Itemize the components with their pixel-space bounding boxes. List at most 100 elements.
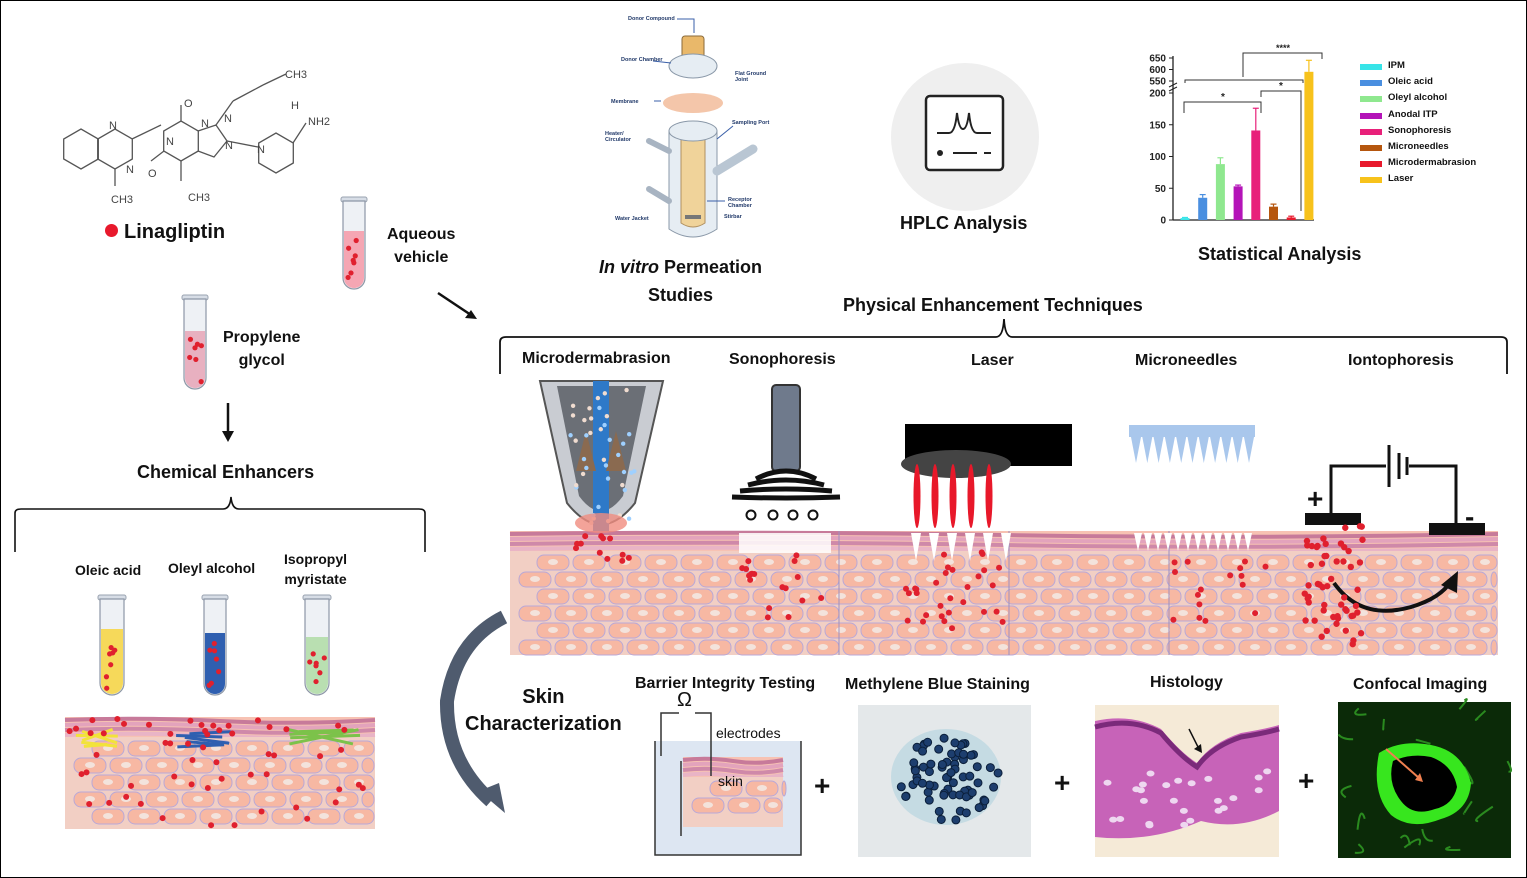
ionto-drug-dot	[1318, 633, 1325, 640]
ionto-minus-sign: -	[1465, 501, 1475, 532]
legend-swatch	[1360, 128, 1382, 135]
legend-swatch	[1360, 64, 1382, 70]
ionto-drug-dot	[1327, 575, 1335, 583]
microneedle-patch	[1129, 425, 1255, 437]
stained-pore	[909, 758, 919, 768]
stained-pore	[973, 778, 983, 788]
physical-skin-nucleus	[566, 576, 576, 582]
sono-drug-dot	[794, 573, 801, 580]
ionto-circuit	[1329, 464, 1458, 523]
chemical-skin-nucleus	[193, 762, 203, 768]
physical-skin-nucleus	[1196, 627, 1206, 633]
physical-skin-nucleus	[1286, 644, 1296, 650]
microneedle	[1198, 437, 1209, 463]
membrane-disc	[663, 93, 723, 113]
abrasion-crystal	[620, 482, 625, 488]
legend-label: Microneedles	[1388, 141, 1449, 152]
sig-bracket-2	[1260, 90, 1302, 211]
chemical-surface-drug-dot	[89, 717, 96, 724]
physical-skin-nucleus	[962, 644, 972, 650]
stained-pore	[974, 803, 984, 813]
confocal-cell-border	[1415, 738, 1431, 745]
chart-axis-break	[1168, 82, 1178, 92]
ionto-drug-dot	[1354, 609, 1361, 616]
quinazoline-ring	[97, 128, 133, 170]
laser-drug-dot	[964, 583, 971, 590]
physical-skin-nucleus	[980, 627, 990, 633]
ionto-drug-dot	[1307, 561, 1314, 569]
confocal-cell-border	[1356, 812, 1366, 830]
down-arrow-head	[222, 431, 234, 442]
microneedle-pore	[1234, 533, 1242, 551]
cavitation-bubble	[745, 509, 757, 521]
stained-pore	[961, 808, 971, 818]
abrasion-crystal	[603, 463, 609, 468]
sono-drug-dot	[785, 614, 792, 621]
chart-bar-microdermabrasion	[1286, 217, 1296, 220]
linker-bond	[131, 124, 162, 140]
carbonyl-bond-2	[150, 150, 165, 162]
histology-gland	[1162, 782, 1171, 789]
oleic-acid-tube-drug-dot	[107, 651, 113, 657]
cell-label-water-jacket: Water Jacket	[615, 216, 649, 222]
aqueous-tube-drug-dot	[346, 245, 352, 251]
physical-skin-nucleus	[1214, 576, 1224, 582]
microneedle-drug-dot	[1171, 559, 1178, 566]
microneedle-pore	[1244, 533, 1252, 551]
abrasion-crystal	[607, 437, 612, 442]
physical-skin-nucleus	[998, 644, 1008, 650]
stained-pore	[972, 762, 982, 772]
chemical-penetrated-drug-dot	[171, 773, 178, 780]
laser-drug-dot	[933, 579, 940, 586]
oleic-acid-tube-drug-dot	[104, 685, 110, 691]
stained-pore	[965, 771, 975, 781]
microneedle-drug-dot	[1196, 601, 1203, 608]
ionto-drug-dot	[1347, 563, 1355, 571]
histology-gland	[1254, 787, 1263, 794]
microneedle-drug-dot	[1241, 558, 1248, 565]
donor-chamber-flange	[668, 53, 718, 79]
chemical-surface-drug-dot	[225, 722, 232, 729]
physical-skin-nucleus	[890, 644, 900, 650]
electrode-wire-right	[695, 712, 712, 776]
chemical-surface-drug-dot	[145, 721, 152, 728]
stained-pore	[939, 733, 949, 743]
abrasion-crystal	[626, 516, 632, 521]
chart-y-tick-label: 0	[1160, 216, 1166, 227]
laser-drug-dot	[996, 564, 1003, 571]
vehicle-arrow-line	[437, 291, 475, 319]
legend-label: IPM	[1388, 60, 1405, 71]
physical-skin-nucleus	[818, 610, 828, 616]
chemical-penetrated-drug-dot	[188, 781, 195, 788]
molecule-atom-n: N	[166, 136, 174, 148]
characterization-curved-arrow	[439, 610, 508, 807]
physical-skin-nucleus	[1250, 644, 1260, 650]
laser-drug-dot	[941, 551, 948, 558]
laser-microchannel	[947, 533, 957, 561]
chemical-penetrated-drug-dot	[128, 782, 135, 789]
stained-pore	[961, 792, 971, 802]
hplc-chromatogram-icon	[937, 112, 991, 134]
sono-drug-dot	[779, 584, 786, 591]
physical-skin-nucleus	[584, 627, 594, 633]
chemical-skin-nucleus	[283, 813, 293, 819]
stained-pore	[967, 788, 977, 798]
laser-drug-dot	[979, 550, 986, 557]
oleyl-alcohol-tube-drug-dot	[216, 669, 222, 675]
ipm-tube-drug-dot	[313, 678, 319, 685]
molecule-atom-n: N	[257, 144, 265, 156]
chemical-skin-corneum-layer	[64, 716, 376, 725]
permeation-title: In vitro Permeation Studies	[599, 253, 762, 309]
histology-epidermis	[1094, 720, 1280, 771]
physical-skin-nucleus	[1430, 610, 1440, 616]
laser-drug-dot	[912, 585, 919, 592]
chemical-brace	[14, 496, 426, 552]
physical-skin-nucleus	[980, 593, 990, 599]
legend-swatch	[1360, 80, 1382, 87]
physical-skin-nucleus	[890, 610, 900, 616]
propylene-tube-drug-dot	[187, 354, 193, 361]
cell-label-leader	[716, 125, 734, 140]
physical-skin-nucleus	[638, 644, 648, 650]
aqueous-vehicle-label: Aqueous vehicle	[387, 226, 456, 266]
confocal-cell-border	[1403, 838, 1422, 849]
